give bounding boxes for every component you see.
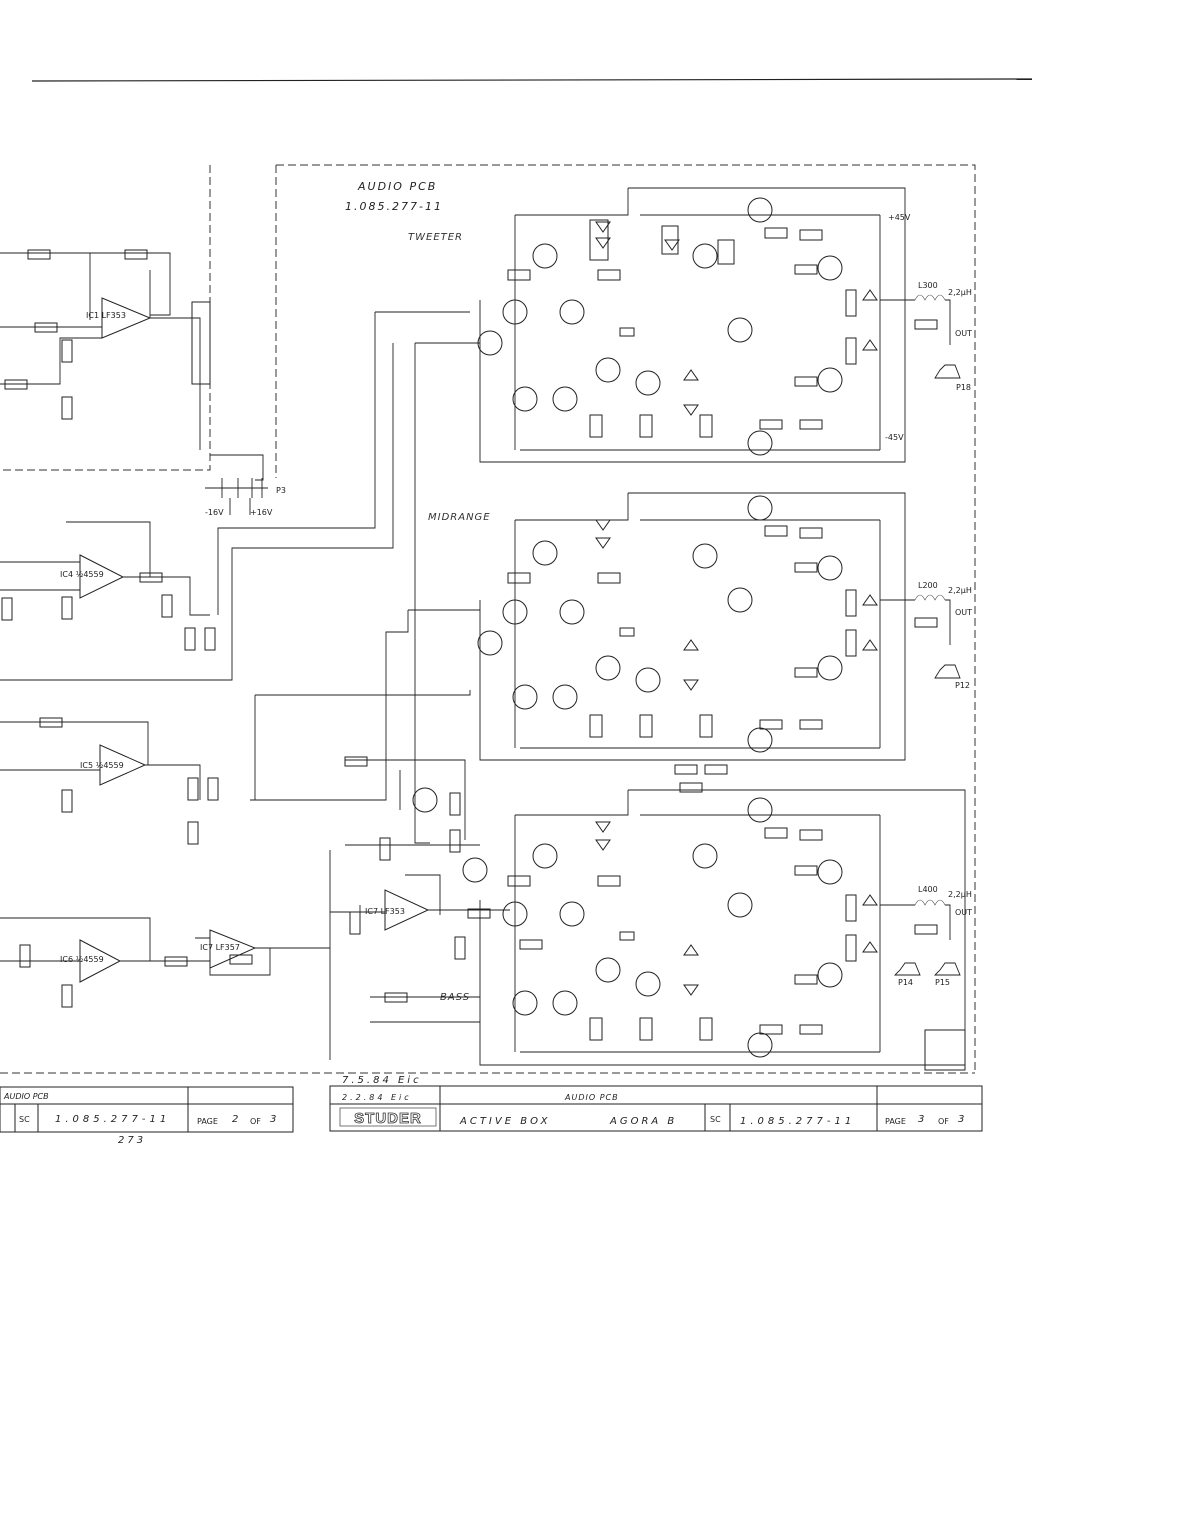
midrange-out-label: OUT (955, 608, 972, 617)
right-revision-2: 2.2.84 Eic (342, 1093, 412, 1102)
inductor-l300: L300 (918, 281, 938, 290)
left-note: 273 (118, 1135, 146, 1146)
inductor-l300-value: 2,2µH (948, 288, 972, 297)
left-of-label: OF (250, 1117, 261, 1126)
ic1-stage (0, 249, 211, 450)
bass-out-label: OUT (955, 908, 972, 917)
board-title: AUDIO PCB (357, 180, 437, 193)
inductor-l200: L200 (918, 581, 938, 590)
studer-logo-box (339, 1107, 437, 1127)
studer-brand: STUDER (354, 1110, 422, 1127)
opamp-ic7b: IC7 LF353 (365, 907, 405, 916)
left-page-number: 2 (232, 1114, 238, 1125)
left-board-number: 1.085.277-11 (55, 1114, 170, 1125)
midrange-output (880, 594, 961, 679)
right-page-total: 3 (958, 1114, 964, 1125)
tweeter-out-label: OUT (955, 329, 972, 338)
opamp-ic6: IC6 ½4559 (60, 955, 104, 964)
connector-p15: P15 (935, 978, 950, 987)
opamp-ic5: IC5 ½4559 (80, 761, 124, 770)
supply-pos-out: +45V (888, 213, 911, 222)
title-block-right (329, 1085, 983, 1132)
section-bass: BASS (440, 992, 470, 1003)
connector-p18: P18 (956, 383, 971, 392)
bass-input-stage (329, 756, 510, 1060)
left-board-title: AUDIO PCB (3, 1092, 49, 1101)
ic6-ic7-stage (0, 917, 330, 1008)
connector-p14: P14 (898, 978, 913, 987)
midrange-amplifier (477, 492, 906, 761)
ic5-stage (0, 717, 219, 845)
connector-p12: P12 (955, 681, 970, 690)
opamp-ic7a: IC7 LF357 (200, 943, 240, 952)
right-model: AGORA B (609, 1116, 677, 1127)
page-top-rule (31, 78, 1033, 82)
right-sc-label: SC (710, 1115, 721, 1124)
supply-neg-out: -45V (885, 433, 904, 442)
section-tweeter: TWEETER (408, 232, 463, 243)
pcb-boundary (0, 164, 976, 1074)
p3-connector (205, 478, 268, 515)
left-sc-label: SC (19, 1115, 30, 1124)
section-midrange: MIDRANGE (428, 512, 491, 523)
board-number: 1.085.277-11 (345, 200, 443, 213)
left-page-label: PAGE (197, 1117, 218, 1126)
supply-pos-label: +16V (250, 508, 273, 517)
right-board-number: 1.085.277-11 (740, 1116, 855, 1127)
supply-neg-label: -16V (205, 508, 224, 517)
opamp-ic1: IC1 LF353 (86, 311, 126, 320)
right-revision-1: 7.5.84 Eic (342, 1075, 422, 1086)
bass-output (880, 899, 966, 1071)
inductor-l400-value: 2,2µH (948, 890, 972, 899)
left-section-boundary (0, 165, 211, 471)
inductor-l400: L400 (918, 885, 938, 894)
right-of-label: OF (938, 1117, 949, 1126)
right-page-label: PAGE (885, 1117, 906, 1126)
connector-p3: P3 (276, 486, 286, 495)
right-product: ACTIVE BOX (459, 1116, 551, 1127)
left-page-total: 3 (270, 1114, 276, 1125)
title-block-left (0, 1086, 294, 1133)
right-page-number: 3 (918, 1114, 924, 1125)
inductor-l200-value: 2,2µH (948, 586, 972, 595)
signal-routing (0, 311, 480, 844)
tweeter-output (880, 294, 961, 379)
bass-amplifier (479, 764, 966, 1066)
tweeter-amplifier (477, 187, 906, 463)
right-board-title: AUDIO PCB (564, 1093, 619, 1102)
ic4-stage (0, 521, 216, 651)
opamp-ic4: IC4 ½4559 (60, 570, 104, 579)
